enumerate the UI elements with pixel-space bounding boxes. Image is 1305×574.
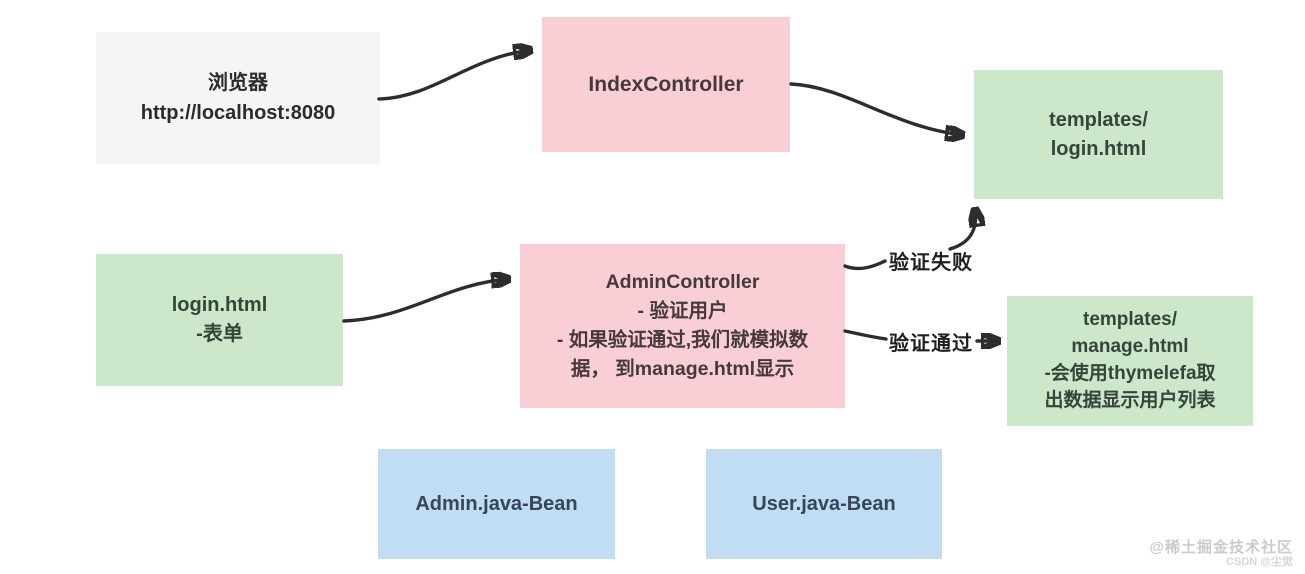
node-index-controller-label: IndexController <box>588 72 744 96</box>
node-user-java-bean: User.java-Bean <box>706 449 942 559</box>
watermark-community: @稀土掘金技术社区 <box>1149 539 1293 557</box>
node-browser-line1: 浏览器 <box>208 72 268 94</box>
arrow-browser-to-index <box>377 50 531 101</box>
node-user-java-bean-label: User.java-Bean <box>752 492 896 515</box>
node-admin-java-bean: Admin.java-Bean <box>378 449 615 559</box>
edge-fail-connector <box>843 259 887 271</box>
edge-pass-connector <box>843 329 888 341</box>
node-templates-manage: templates/ manage.html -会使用thymelefa取 出数… <box>1007 296 1253 426</box>
node-templates-login-line2: login.html <box>1050 137 1147 160</box>
node-admin-controller-line1: AdminController <box>605 270 760 293</box>
arrow-loginform-to-admin <box>342 279 509 323</box>
node-admin-controller-line4: 据， 到manage.html显示 <box>570 358 795 381</box>
node-templates-manage-line1: templates/ <box>1083 309 1177 331</box>
arrow-index-to-login-template <box>789 82 963 135</box>
node-templates-manage-line3: -会使用thymelefa取 <box>1044 363 1216 384</box>
node-templates-manage-line2: manage.html <box>1071 336 1189 358</box>
watermark: @稀土掘金技术社区 CSDN @尘觉 <box>1149 539 1293 569</box>
arrow-fail-to-login-template <box>948 209 976 251</box>
node-admin-controller: AdminController - 验证用户 - 如果验证通过,我们就模拟数 据… <box>520 244 845 408</box>
node-login-form-line2: -表单 <box>196 323 243 345</box>
node-templates-login: templates/ login.html <box>974 70 1223 199</box>
node-admin-controller-line2: - 验证用户 <box>637 299 728 322</box>
edge-label-verify-pass: 验证通过 <box>889 333 973 355</box>
node-templates-login-line1: templates/ <box>1049 108 1148 131</box>
edge-label-verify-fail: 验证失败 <box>889 252 973 274</box>
node-login-form-line1: login.html <box>171 294 268 316</box>
node-login-form: login.html -表单 <box>96 254 343 386</box>
node-templates-manage-line4: 出数据显示用户列表 <box>1044 389 1216 411</box>
node-browser-line2: http://localhost:8080 <box>140 102 336 124</box>
node-admin-controller-line3: - 如果验证通过,我们就模拟数 <box>556 329 809 351</box>
node-browser: 浏览器 http://localhost:8080 <box>96 32 380 164</box>
node-admin-java-bean-label: Admin.java-Bean <box>415 492 578 515</box>
watermark-author: CSDN @尘觉 <box>1226 556 1293 569</box>
node-index-controller: IndexController <box>542 17 790 152</box>
